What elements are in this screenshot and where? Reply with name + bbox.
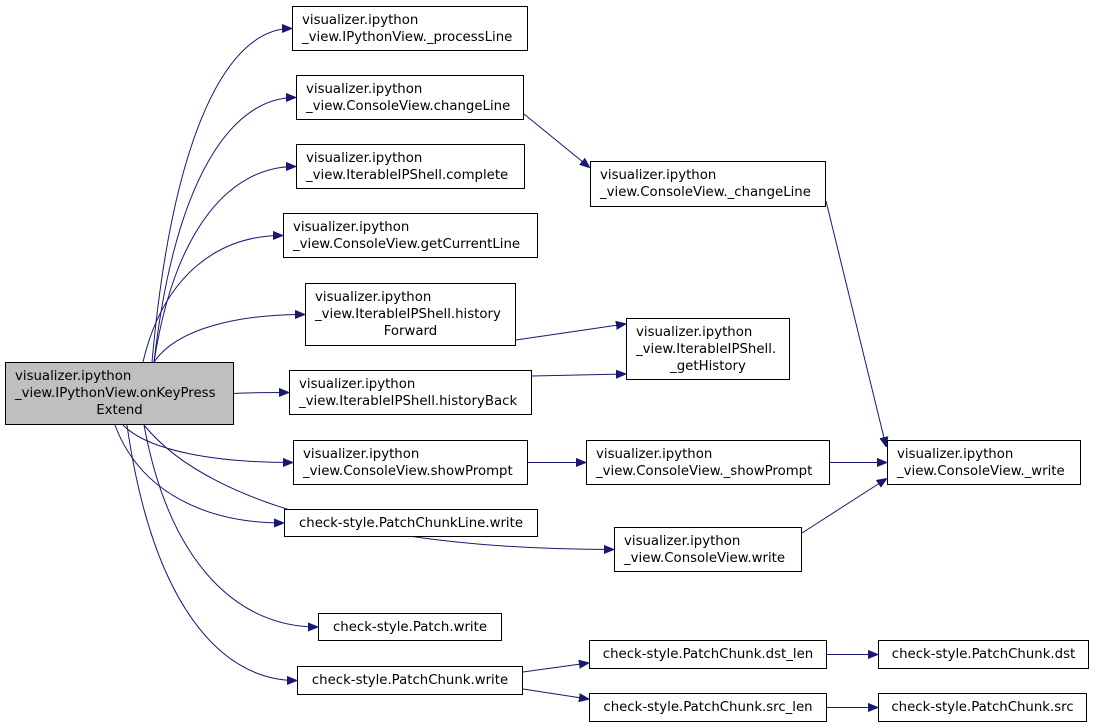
node-consoleview-write[interactable]: visualizer.ipython _view.ConsoleView.wri… bbox=[614, 527, 802, 572]
edge-historyBack-to-_getHistory bbox=[531, 374, 625, 376]
node-line: visualizer.ipython bbox=[306, 81, 423, 97]
node-line: _view.ConsoleView.write bbox=[624, 550, 786, 566]
node-getcurrentline[interactable]: visualizer.ipython _view.ConsoleView.get… bbox=[283, 213, 538, 258]
node-line: _view.IPythonView.onKeyPress bbox=[15, 386, 216, 401]
node-line: _view.IPythonView._processLine bbox=[302, 29, 513, 45]
node-line: check-style.PatchChunk.dst_len bbox=[602, 647, 814, 662]
node-line: Forward bbox=[383, 324, 438, 339]
node-line: visualizer.ipython bbox=[302, 12, 419, 28]
edge-changeLine-to-_changeLine bbox=[523, 113, 589, 167]
node-line: visualizer.ipython bbox=[15, 369, 132, 384]
node-line: visualizer.ipython bbox=[624, 533, 741, 549]
node-line: visualizer.ipython bbox=[600, 168, 717, 183]
node-private-changeline[interactable]: visualizer.ipython _view.ConsoleView._ch… bbox=[590, 161, 826, 207]
edge-root-to-historyBack bbox=[233, 393, 288, 394]
node-line: _view.ConsoleView._showPrompt bbox=[596, 463, 813, 479]
node-line: check-style.PatchChunk.write bbox=[311, 673, 509, 688]
node-historyback[interactable]: visualizer.ipython _view.IterableIPShell… bbox=[289, 370, 532, 415]
node-line: visualizer.ipython bbox=[293, 219, 410, 235]
node-line: _view.ConsoleView.getCurrentLine bbox=[293, 236, 521, 252]
node-line: visualizer.ipython bbox=[299, 376, 416, 392]
edge-_changeLine-to-_write bbox=[825, 200, 886, 446]
node-line: _view.ConsoleView.showPrompt bbox=[303, 463, 513, 479]
node-historyforward[interactable]: visualizer.ipython _view.IterableIPShell… bbox=[305, 283, 516, 346]
edge-root-to-showPrompt bbox=[122, 424, 292, 463]
node-src[interactable]: check-style.PatchChunk.src bbox=[878, 693, 1087, 722]
node-line: Extend bbox=[96, 403, 143, 418]
node-line: visualizer.ipython bbox=[897, 446, 1014, 462]
edge-root-to-pcWrite bbox=[126, 424, 296, 681]
node-src-len[interactable]: check-style.PatchChunk.src_len bbox=[589, 693, 827, 722]
node-line: _view.ConsoleView._changeLine bbox=[600, 185, 811, 200]
node-dst-len[interactable]: check-style.PatchChunk.dst_len bbox=[589, 640, 827, 669]
node-line: visualizer.ipython bbox=[315, 290, 432, 305]
edge-historyForward-to-_getHistory bbox=[515, 324, 625, 341]
node-patchchunk-write[interactable]: check-style.PatchChunk.write bbox=[297, 666, 523, 695]
node-line: _view.IterableIPShell.complete bbox=[306, 167, 509, 183]
node-line: _getHistory bbox=[670, 358, 746, 374]
node-line: visualizer.ipython bbox=[303, 446, 420, 462]
edge-root-to-getCurrentLine bbox=[142, 236, 282, 363]
node-line: _view.IterableIPShell. bbox=[636, 341, 777, 357]
node-private-write[interactable]: visualizer.ipython _view.ConsoleView._wr… bbox=[887, 440, 1081, 485]
node-patchchunkline-write[interactable]: check-style.PatchChunkLine.write bbox=[284, 509, 538, 537]
node-line: _view.ConsoleView.changeLine bbox=[306, 98, 511, 114]
node-line: visualizer.ipython bbox=[306, 150, 423, 166]
edge-cvWrite-to-_write bbox=[801, 479, 886, 534]
node-dst[interactable]: check-style.PatchChunk.dst bbox=[878, 640, 1089, 669]
edge-pcWrite-to-dst_len bbox=[522, 663, 588, 673]
edge-root-to-changeLine bbox=[153, 98, 295, 363]
node-patch-write[interactable]: check-style.Patch.write bbox=[318, 613, 502, 641]
node-changeline[interactable]: visualizer.ipython _view.ConsoleView.cha… bbox=[296, 75, 524, 120]
node-line: check-style.Patch.write bbox=[332, 619, 488, 635]
edge-pcWrite-to-src_len bbox=[522, 688, 588, 699]
edge-root-to-pclWrite bbox=[114, 424, 283, 523]
node-line: check-style.PatchChunk.src bbox=[891, 700, 1074, 715]
node-showprompt[interactable]: visualizer.ipython _view.ConsoleView.sho… bbox=[293, 440, 528, 485]
edge-root-to-historyForward bbox=[153, 315, 304, 363]
node-processline[interactable]: visualizer.ipython _view.IPythonView._pr… bbox=[292, 6, 528, 51]
node-line: _view.ConsoleView._write bbox=[897, 463, 1065, 479]
node-line: visualizer.ipython bbox=[596, 446, 713, 462]
node-onkeypressextend[interactable]: visualizer.ipython _view.IPythonView.onK… bbox=[5, 362, 234, 425]
node-line: check-style.PatchChunk.src_len bbox=[603, 700, 813, 715]
edge-root-to-patchWrite bbox=[143, 424, 317, 627]
edge-root-to-complete bbox=[153, 167, 295, 363]
node-line: _view.IterableIPShell.history bbox=[315, 307, 501, 322]
node-line: _view.IterableIPShell.historyBack bbox=[299, 393, 518, 409]
edge-root-to-processLine bbox=[151, 29, 291, 363]
node-line: visualizer.ipython bbox=[636, 324, 753, 340]
node-private-showprompt[interactable]: visualizer.ipython _view.ConsoleView._sh… bbox=[586, 440, 830, 485]
node-line: check-style.PatchChunkLine.write bbox=[299, 515, 523, 531]
node-private-gethistory[interactable]: visualizer.ipython _view.IterableIPShell… bbox=[626, 318, 790, 380]
node-line: check-style.PatchChunk.dst bbox=[891, 647, 1076, 662]
node-complete[interactable]: visualizer.ipython _view.IterableIPShell… bbox=[296, 144, 525, 189]
